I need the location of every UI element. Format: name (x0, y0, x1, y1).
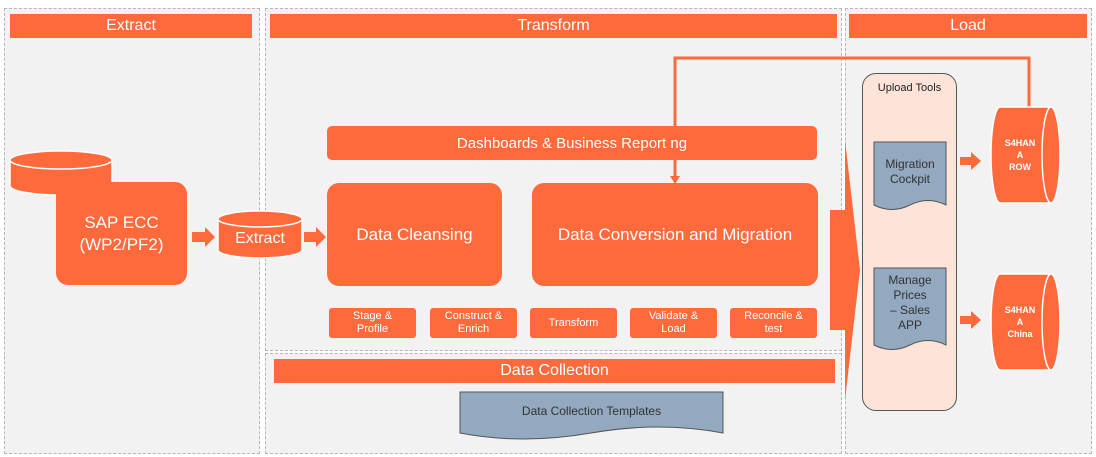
data-collection-templates-label: Data Collection Templates (521, 403, 662, 418)
s4hana-china-label: S4HAN A China (996, 302, 1044, 342)
dashboards-reporting-bar: Dashboards & Business Report ng (327, 126, 817, 160)
step-label: Profile (356, 323, 389, 335)
s4hana-row-database-icon (990, 106, 1061, 204)
manage-prices-line: APP (897, 318, 922, 332)
s4-line: A (1016, 150, 1024, 160)
sap-ecc-label: SAP ECC (84, 212, 159, 232)
step-label: Transform (548, 316, 599, 329)
data-collection-header: Data Collection (274, 359, 835, 383)
data-conversion-migration-box: Data Conversion and Migration (532, 183, 818, 286)
transform-header: Transform (270, 14, 837, 38)
step-stage-profile: Stage & Profile (329, 308, 416, 338)
extract-database-label: Extract (235, 230, 285, 247)
manage-prices-line: Prices (893, 288, 927, 302)
data-cleansing-box: Data Cleansing (327, 183, 502, 286)
data-collection-templates-document-shape (459, 391, 724, 440)
chevron-arrow-icon (830, 140, 860, 400)
extract-header: Extract (10, 14, 252, 38)
step-validate-load: Validate & Load (630, 308, 717, 338)
step-construct-enrich: Construct & Enrich (430, 308, 517, 338)
migration-cockpit-document-shape (873, 141, 947, 210)
step-label: Load (661, 323, 686, 335)
load-header: Load (849, 14, 1087, 38)
migration-cockpit-line: Migration (885, 157, 935, 171)
manage-prices-label: Manage Prices – Sales APP (874, 270, 946, 336)
manage-prices-line: Manage (888, 273, 932, 287)
manage-prices-document-shape (873, 267, 947, 350)
extract-database-shape (217, 210, 303, 259)
migration-cockpit-line: Cockpit (889, 172, 930, 186)
step-label: test (764, 323, 783, 335)
s4hana-row-label: S4HAN A ROW (996, 135, 1044, 175)
sap-ecc-sublabel: (WP2/PF2) (79, 234, 164, 254)
sap-ecc-box: SAP ECC (WP2/PF2) (56, 182, 187, 285)
arrow-right-icon (960, 311, 981, 329)
step-label: Stage & (352, 310, 393, 322)
upload-tools-container (862, 73, 957, 411)
step-label: Reconcile & (744, 310, 803, 322)
migration-cockpit-label: Migration Cockpit (874, 152, 946, 192)
step-label: Enrich (457, 323, 490, 335)
step-transform: Transform (530, 308, 617, 338)
arrow-right-icon (960, 152, 981, 170)
step-reconcile-test: Reconcile & test (730, 308, 817, 338)
s4hana-china-database-icon (990, 273, 1061, 371)
s4-line: S4HAN (1004, 305, 1036, 315)
step-label: Validate & (648, 310, 699, 322)
step-label: Construct & (444, 310, 503, 322)
manage-prices-line: – Sales (889, 303, 931, 317)
arrow-right-icon (304, 227, 326, 247)
s4-line: ROW (1009, 162, 1031, 172)
s4-line: A (1016, 317, 1024, 327)
s4-line: S4HAN (1004, 138, 1036, 148)
arrow-right-icon (192, 227, 215, 247)
connector-line (673, 56, 1031, 178)
arrow-down-icon (670, 176, 680, 184)
upload-tools-label: Upload Tools (877, 82, 942, 94)
s4-line: China (1007, 329, 1033, 339)
transform-panel (265, 8, 842, 351)
